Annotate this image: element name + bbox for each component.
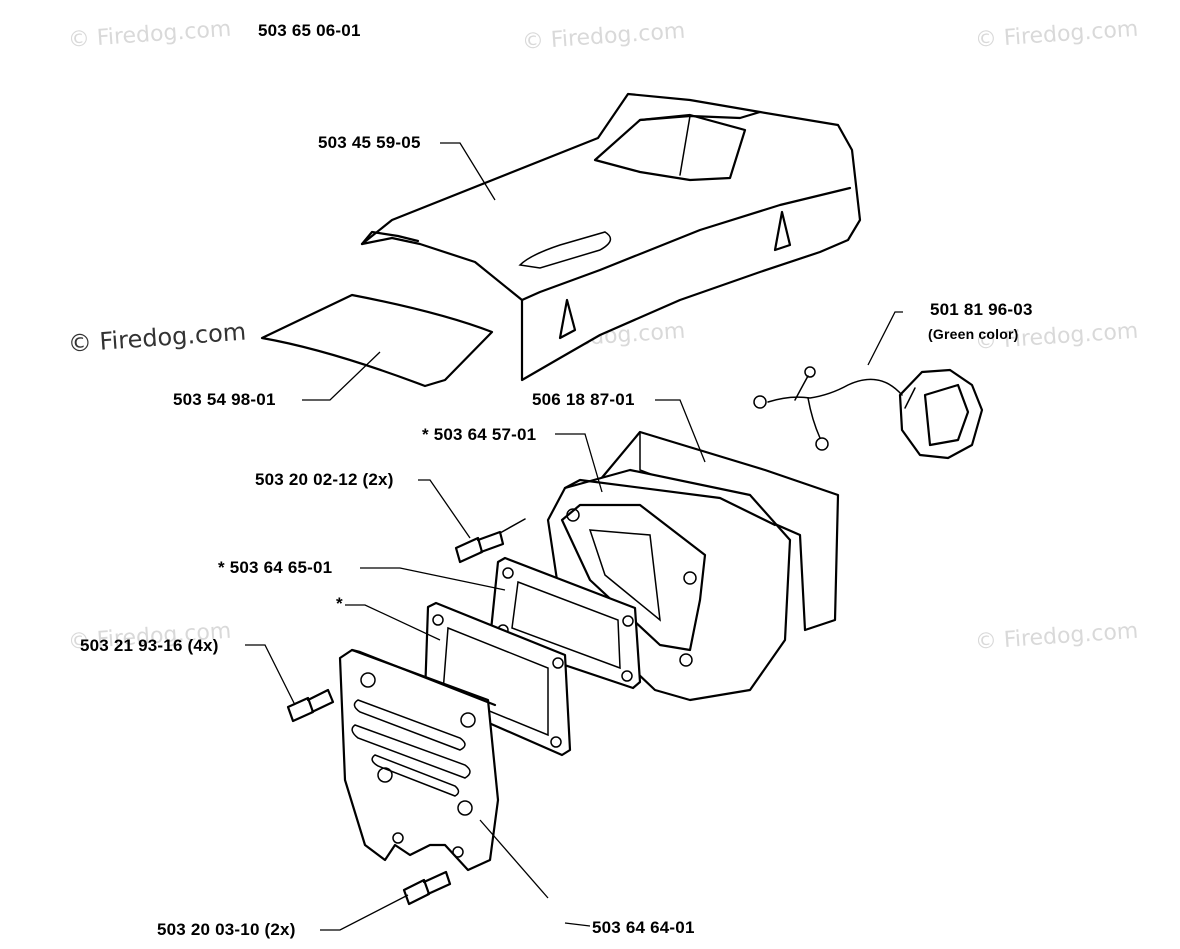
- label-screw-b: 503 21 93-16 (4x): [80, 636, 219, 655]
- label-title: 503 65 06-01: [258, 21, 361, 40]
- label-filter-sheet: 503 54 98-01: [173, 390, 276, 409]
- fuel-cap: [753, 366, 984, 460]
- label-cover: 503 45 59-05: [318, 133, 421, 152]
- label-gasket-mid: * 503 64 65-01: [218, 558, 333, 577]
- label-star: *: [336, 594, 343, 613]
- screw-top: [454, 518, 526, 564]
- filter-sheet: [260, 293, 494, 388]
- label-muffler-guard: 506 18 87-01: [532, 390, 635, 409]
- label-screw-c: 503 20 03-10 (2x): [157, 920, 296, 939]
- screw-left: [286, 688, 335, 723]
- label-plate: 503 64 64-01: [592, 918, 695, 937]
- label-fuel-cap-note: (Green color): [928, 326, 1019, 342]
- leader-lines: [245, 142, 903, 931]
- label-gasket-top: * 503 64 57-01: [422, 425, 537, 444]
- label-fuel-cap: 501 81 96-03: [930, 300, 1033, 319]
- muffler-plate: [338, 648, 500, 872]
- screw-bottom: [402, 870, 452, 906]
- cylinder-cover: [360, 92, 862, 382]
- label-screw-a: 503 20 02-12 (2x): [255, 470, 394, 489]
